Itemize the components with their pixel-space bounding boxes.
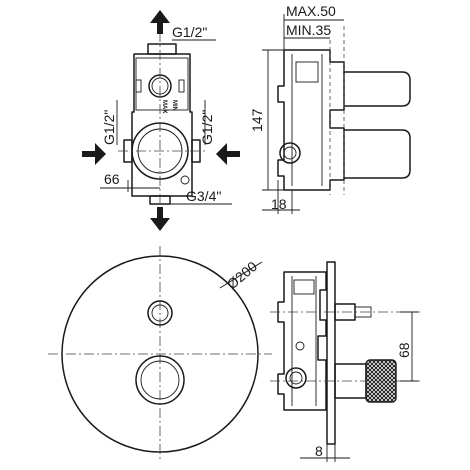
diverter-knob-outer — [147, 300, 173, 326]
top-outlet-stub — [147, 43, 177, 55]
side-inlet-inner — [283, 146, 297, 160]
side-view-body — [277, 26, 411, 195]
arrow-left-icon — [216, 143, 240, 165]
side-body-outline — [277, 49, 345, 191]
wall-plate — [326, 261, 336, 445]
dim-66-label: 66 — [104, 171, 120, 187]
assembly-body — [277, 271, 327, 411]
assembly-side-view — [270, 261, 420, 445]
plate-front-view: Ø200 — [48, 246, 272, 462]
mixing-handle-inner — [140, 360, 180, 400]
left-thread-label: G1/2" — [101, 110, 117, 145]
right-thread-label: G1/2" — [199, 110, 215, 145]
assembly-inlet-outer — [285, 367, 307, 389]
mixing-handle-outer — [135, 355, 185, 405]
upper-sleeve — [343, 71, 411, 107]
body-mark-min: MIN — [171, 100, 177, 111]
lower-sleeve — [343, 129, 411, 179]
bottom-thread-label: G3/4" — [186, 188, 221, 204]
dim-147-label: 147 — [249, 108, 265, 132]
dim-8-label: 8 — [315, 443, 323, 459]
assembly-inlet-inner — [289, 371, 303, 385]
arrow-down-icon — [150, 207, 170, 231]
fixing-screw — [180, 175, 190, 185]
side-inlet-outer — [279, 142, 301, 164]
assembly-screw — [295, 341, 305, 351]
flow-arrows — [82, 10, 240, 231]
dim-68-label: 68 — [396, 342, 412, 358]
arrow-right-icon — [82, 143, 106, 165]
lug-right — [178, 79, 185, 93]
body-mark-max: MAX — [161, 100, 167, 113]
max-depth-label: MAX.50 — [286, 3, 336, 19]
arrow-up-icon — [150, 10, 170, 34]
leader-diameter — [219, 261, 263, 289]
side-top-port — [295, 61, 319, 83]
front-view-dimensions: G1/2" G1/2" G1/2" 66 G3/4" — [100, 24, 232, 205]
min-depth-label: MIN.35 — [286, 22, 331, 38]
side-view-dimensions: MAX.50 MIN.35 147 18 — [249, 3, 344, 214]
assembly-top-port — [293, 279, 315, 295]
diverter-knob-inner — [151, 304, 169, 322]
assembly-dimensions: 68 8 — [300, 311, 418, 462]
top-thread-label: G1/2" — [172, 24, 207, 40]
front-view-body: MAX MIN — [118, 32, 206, 210]
lug-left — [135, 79, 142, 93]
body-outline — [131, 53, 193, 197]
dim-18-label: 18 — [271, 196, 287, 212]
diameter-label: Ø200 — [224, 258, 261, 292]
